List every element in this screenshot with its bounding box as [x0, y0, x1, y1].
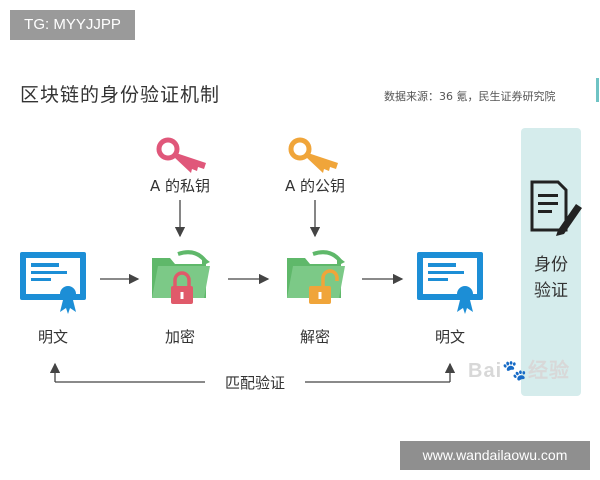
- diagram-title: 区块链的身份验证机制: [20, 84, 221, 106]
- public-key-label: A 的公钥: [284, 177, 346, 195]
- certificate-icon-right: [417, 252, 483, 314]
- encrypt-label: 加密: [164, 328, 195, 346]
- identity-verification-panel: [521, 128, 581, 396]
- public-key-icon: [288, 137, 338, 173]
- private-key-label: A 的私钥: [149, 177, 211, 195]
- watermark-url-badge: www.wandailaowu.com: [400, 441, 590, 470]
- decrypt-label: 解密: [299, 328, 330, 346]
- document-pen-icon: [530, 180, 582, 236]
- private-key-icon: [156, 137, 206, 173]
- watermark-tg-badge: TG: MYYJJPP: [10, 10, 135, 40]
- plaintext-left-label: 明文: [37, 328, 68, 346]
- match-verification-label: 匹配验证: [205, 372, 305, 393]
- match-verification-connector: [49, 362, 456, 383]
- source-note: 数据来源：36 氪，民生证券研究院: [384, 90, 556, 103]
- baidu-watermark: Bai🐾经验: [468, 360, 571, 382]
- folder-lock-icon: [152, 250, 210, 304]
- plaintext-right-label: 明文: [434, 328, 465, 346]
- folder-unlock-icon: [287, 250, 345, 304]
- certificate-icon-left: [20, 252, 86, 314]
- source-accent-bar: [596, 78, 599, 102]
- identity-label-line2: 验证: [534, 281, 568, 301]
- identity-label-line1: 身份: [534, 255, 568, 275]
